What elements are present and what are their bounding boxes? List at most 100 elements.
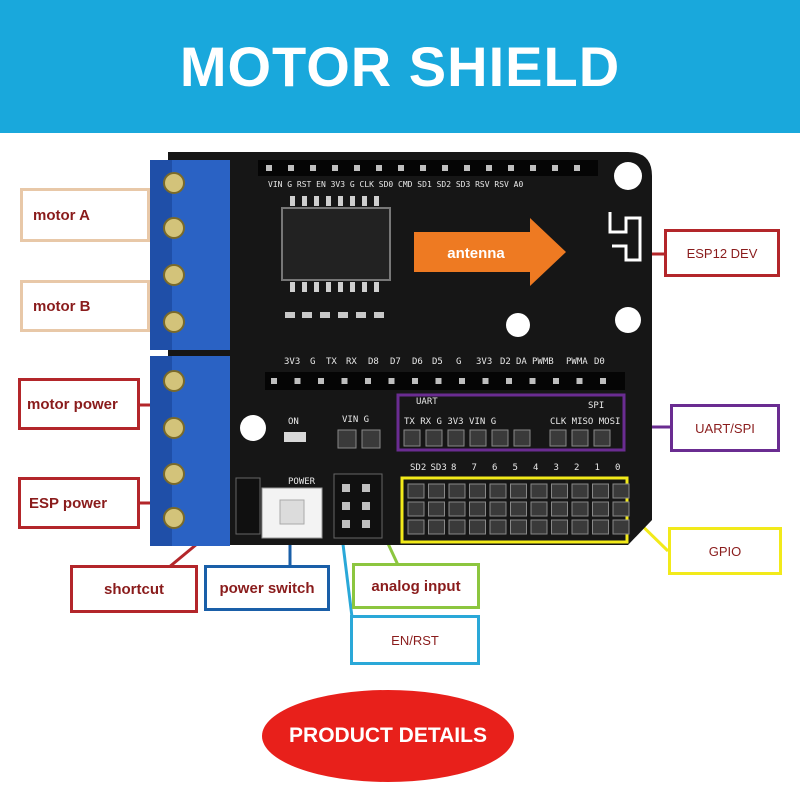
gpio-pin-label: 4	[533, 463, 538, 473]
mid-header-label: RX	[346, 357, 357, 367]
mid-header-pin	[294, 378, 301, 384]
esp12-dev-text: ESP12 DEV	[686, 245, 758, 261]
mid-header-label: 3V3	[476, 357, 492, 367]
gpio-pin	[448, 519, 466, 535]
mid-header-pin	[529, 378, 536, 384]
gpio-pin	[530, 501, 548, 517]
shortcut-text: shortcut	[104, 580, 164, 598]
power-switch-label: power switch	[204, 565, 330, 611]
gpio-pin-label: 3	[554, 463, 559, 473]
gpio-pin	[428, 483, 445, 499]
uart-pin-labels: TX RX G 3V3 VIN G	[404, 417, 496, 427]
mid-header-label: PWMA	[566, 357, 588, 367]
esp-power-label: ESP power	[18, 477, 140, 529]
mid-header-label: D5	[432, 357, 443, 367]
gpio-pin-label: 2	[574, 463, 579, 473]
mid-header-label: D7	[390, 357, 401, 367]
driver-chip	[281, 207, 391, 281]
mid-header-pin	[412, 378, 418, 384]
mid-header-pins	[271, 378, 606, 384]
antenna-arrow	[414, 218, 566, 286]
gpio-pin	[428, 519, 445, 535]
terminal-block-motor	[150, 160, 230, 350]
mid-header-pin	[388, 378, 395, 384]
esp12-dev-label: ESP12 DEV	[664, 229, 780, 277]
mid-header-pin	[341, 378, 348, 384]
product-details-text: PRODUCT DETAILS	[289, 724, 487, 747]
gpio-pin	[448, 483, 466, 499]
motor-a-label: motor A	[20, 188, 150, 242]
analog-input-label: analog input	[352, 563, 480, 609]
mount-hole	[506, 313, 530, 337]
gpio-pin	[551, 501, 568, 517]
gpio-pin	[612, 501, 630, 517]
mid-header-pin	[435, 378, 442, 384]
esp-power-text: ESP power	[29, 494, 108, 512]
gpio-pin	[530, 483, 548, 499]
motor-b-text: motor B	[33, 297, 91, 315]
power-switch-knob	[279, 499, 305, 525]
gpio-pin	[448, 501, 466, 517]
gpio-pin-label: 1	[595, 463, 600, 473]
gpio-pin	[530, 519, 548, 535]
gpio-pin	[407, 519, 425, 535]
product-details-button[interactable]: PRODUCT DETAILS	[262, 690, 514, 782]
gpio-pin	[571, 519, 589, 535]
gpio-pin	[510, 501, 527, 517]
spi-group-label: SPI	[588, 401, 604, 411]
mid-header-label: G	[456, 357, 461, 367]
power-label: POWER	[288, 477, 316, 487]
mid-header-label: D6	[412, 357, 423, 367]
spi-pin-labels: CLK MISO MOSI	[550, 417, 620, 427]
gpio-label: GPIO	[668, 527, 782, 575]
gpio-pin-label: 6	[492, 463, 497, 473]
mid-header-pin	[482, 378, 489, 384]
uart-spi-pins	[403, 429, 611, 447]
top-header-labels: VIN G RST EN 3V3 G CLK SD0 CMD SD1 SD2 S…	[268, 180, 523, 189]
mid-header-pin	[506, 378, 512, 384]
gpio-pin	[510, 519, 527, 535]
gpio-pin	[489, 519, 507, 535]
gpio-pin	[592, 501, 609, 517]
mid-header-label: TX	[326, 357, 337, 367]
gpio-pin	[510, 483, 527, 499]
uart-spi-label: UART/SPI	[670, 404, 780, 452]
gpio-pin-label: 7	[472, 463, 477, 473]
analog-header-pins	[342, 484, 370, 528]
terminal-block-power	[150, 356, 230, 546]
mid-header-label: DA	[516, 357, 527, 367]
motor-power-label: motor power	[18, 378, 140, 430]
gpio-pin	[551, 483, 568, 499]
gpio-pin	[592, 483, 609, 499]
gpio-pin-label: 0	[615, 463, 620, 473]
gpio-pin	[469, 519, 486, 535]
motor-power-text: motor power	[27, 395, 118, 413]
mount-hole	[614, 162, 642, 190]
mid-header-pin	[576, 378, 583, 384]
page-title: MOTOR SHIELD	[179, 35, 621, 98]
shortcut-jumper	[235, 477, 261, 535]
gpio-pin	[469, 501, 486, 517]
vin-g-pins	[337, 429, 381, 449]
gpio-pin	[592, 519, 609, 535]
en-rst-text: EN/RST	[391, 632, 439, 648]
analog-header	[333, 473, 383, 539]
gpio-pin-label: SD2	[410, 463, 426, 473]
terminal-screws	[163, 172, 185, 529]
mid-header-pin	[271, 378, 277, 384]
gpio-pin-label: 8	[451, 463, 456, 473]
on-label: ON	[288, 417, 299, 427]
gpio-pin	[489, 483, 507, 499]
motor-b-label: motor B	[20, 280, 150, 332]
gpio-pin	[551, 519, 568, 535]
antenna-trace	[608, 212, 642, 262]
mid-header-pin	[459, 378, 465, 384]
mid-header-label: G	[310, 357, 315, 367]
on-led	[284, 432, 306, 442]
mid-header-pin	[318, 378, 324, 384]
motor-a-text: motor A	[33, 206, 90, 224]
mid-header-label: PWMB	[532, 357, 554, 367]
